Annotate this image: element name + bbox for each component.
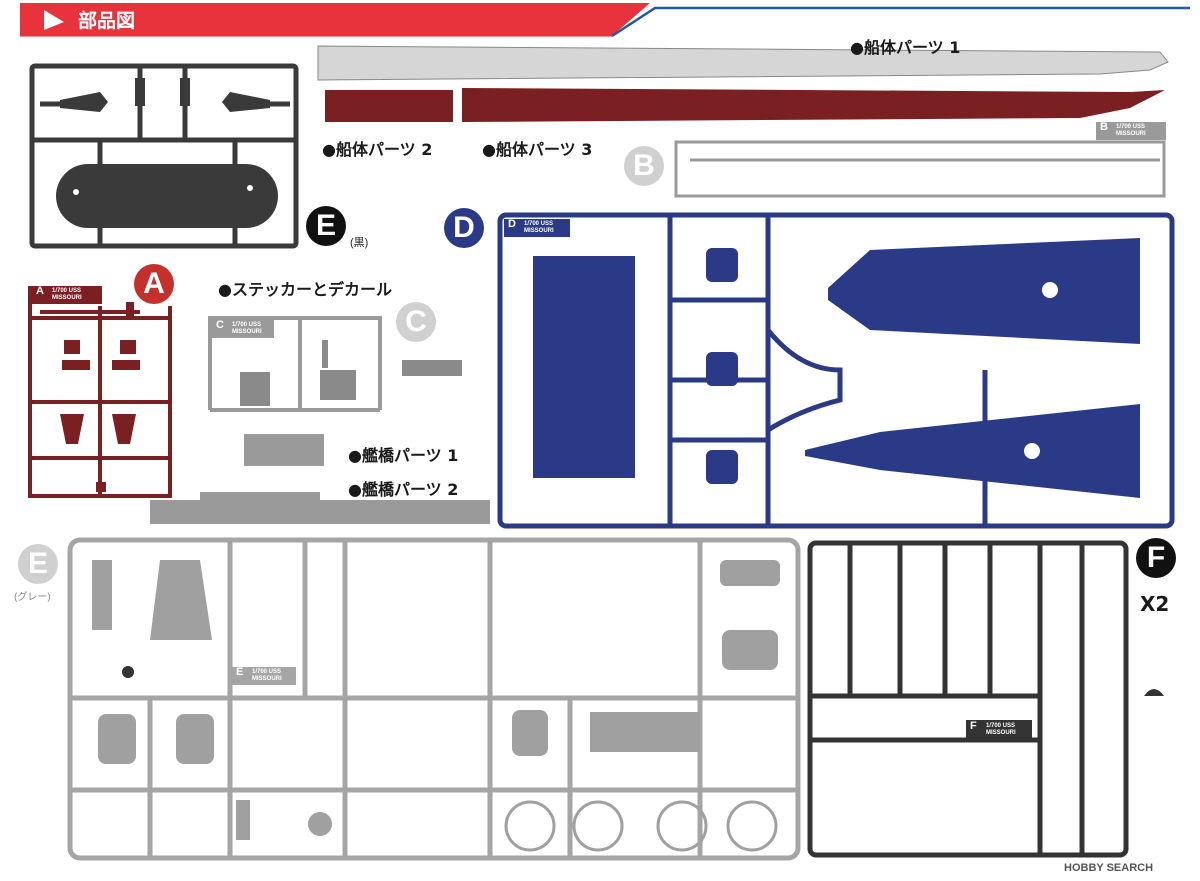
sprue-c-badge: C <box>396 302 436 342</box>
sprue-e-grey-tag-letter: E <box>236 666 244 678</box>
sprue-c-parts <box>240 340 462 406</box>
sprue-b <box>674 140 1166 198</box>
hull-part-2 <box>325 90 453 122</box>
label-bridge-1: ●艦橋パーツ 1 <box>348 446 459 465</box>
sprue-a-badge: A <box>134 264 174 304</box>
sprue-e-grey-note: (グレー) <box>14 592 51 603</box>
hull-part-1 <box>317 45 1169 81</box>
sprue-f-quantity: X2 <box>1140 592 1170 616</box>
sprue-c <box>208 316 382 412</box>
sprue-e-grey-parts <box>92 560 780 852</box>
sprue-d-tag-text: 1/700 USS MISSOURI <box>524 221 554 234</box>
sprue-b-badge: B <box>624 146 664 186</box>
hull-part-3 <box>462 88 1165 122</box>
sprue-e-black-parts <box>56 78 278 228</box>
sprue-a <box>28 286 172 498</box>
sprue-f-badge: F <box>1136 538 1176 578</box>
sprue-e-grey-badge: E <box>18 544 58 584</box>
sprue-d-tag-letter: D <box>508 218 516 230</box>
label-hull-1: ●船体パーツ 1 <box>850 38 961 57</box>
sprue-e-black-badge: E <box>306 206 346 246</box>
sprue-c-tag-letter: C <box>216 319 224 331</box>
sprue-f-tag-letter: F <box>970 720 977 732</box>
sprue-c-tag <box>212 320 274 338</box>
label-stickers: ●ステッカーとデカール <box>218 280 392 299</box>
sprue-d <box>497 212 1175 529</box>
header-bar <box>20 3 1190 38</box>
sprue-e-grey-tag-text: 1/700 USS MISSOURI <box>252 669 282 682</box>
sprue-d-tag <box>504 219 570 237</box>
sprue-b-tag-letter: B <box>1100 121 1108 133</box>
sprue-e-grey-tag <box>232 667 296 685</box>
sprue-c-tag-text: 1/700 USS MISSOURI <box>232 322 262 335</box>
watermark: HOBBY SEARCH <box>1064 862 1154 874</box>
sprue-a-tag-text: 1/700 USS MISSOURI <box>52 288 82 301</box>
sprue-f <box>807 540 1129 858</box>
sprue-d-parts <box>533 238 1140 498</box>
sprue-e-black-note: (黒) <box>350 237 369 249</box>
sprue-a-parts <box>60 302 140 492</box>
sprue-d-badge: D <box>444 208 484 248</box>
sprue-a-tag <box>32 286 102 304</box>
label-hull-2: ●船体パーツ 2 <box>322 140 433 159</box>
sprue-e-grey <box>67 537 801 861</box>
label-bridge-2: ●艦橋パーツ 2 <box>348 480 459 499</box>
sprue-a-tag-letter: A <box>36 285 44 297</box>
sprue-b-tag <box>1096 122 1166 140</box>
sprue-f-tag <box>966 720 1032 740</box>
sprue-f-part-5 <box>1144 689 1164 696</box>
sprue-f-tag-text: 1/700 USS MISSOURI <box>986 723 1016 736</box>
sprue-b-tag-text: 1/700 USS MISSOURI <box>1116 124 1146 137</box>
label-hull-3: ●船体パーツ 3 <box>482 140 593 159</box>
page-title: 部品図 <box>78 10 136 32</box>
bridge-parts <box>150 434 490 524</box>
